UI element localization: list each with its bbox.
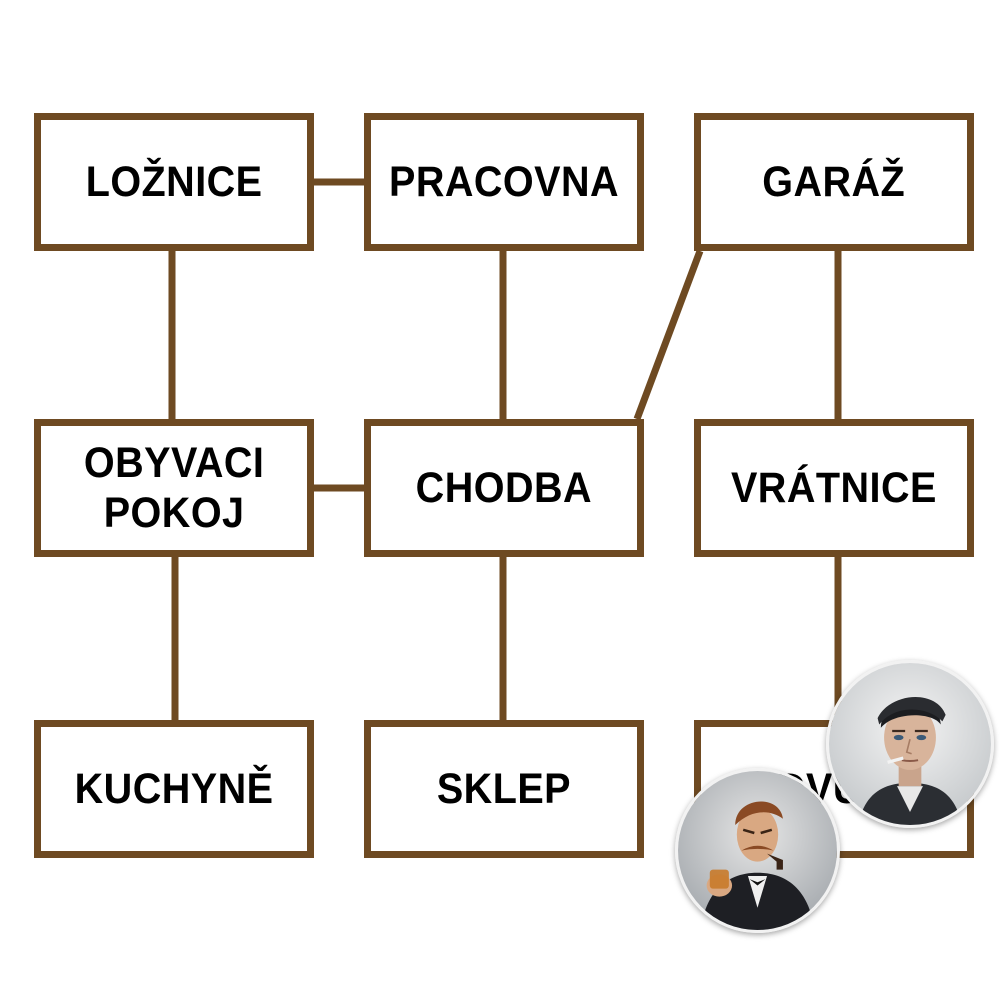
room-chodba[interactable]: CHODBA [364, 419, 644, 557]
portrait-art [829, 663, 991, 825]
room-label: PRACOVNA [388, 158, 620, 206]
connector-garaz-chodba [633, 249, 704, 421]
room-pracovna[interactable]: PRACOVNA [364, 113, 644, 251]
room-garaz[interactable]: GARÁŽ [694, 113, 974, 251]
room-loznice[interactable]: LOŽNICE [34, 113, 314, 251]
room-label: VRÁTNICE [731, 464, 937, 512]
room-label: LOŽNICE [85, 158, 263, 206]
room-label: GARÁŽ [762, 158, 906, 206]
room-label: KUCHYNĚ [74, 765, 274, 813]
gentleman-with-drink-portrait-icon[interactable] [675, 768, 840, 933]
room-sklep[interactable]: SKLEP [364, 720, 644, 858]
room-obyvaci-pokoj[interactable]: OBYVACI POKOJ [34, 419, 314, 557]
portrait-art [678, 771, 837, 930]
room-kuchyne[interactable]: KUCHYNĚ [34, 720, 314, 858]
man-with-cap-portrait-icon[interactable] [826, 660, 994, 828]
room-label: CHODBA [415, 464, 593, 512]
room-label: OBYVACI POKOJ [83, 439, 265, 537]
room-label: SKLEP [436, 765, 572, 813]
room-vratnice[interactable]: VRÁTNICE [694, 419, 974, 557]
